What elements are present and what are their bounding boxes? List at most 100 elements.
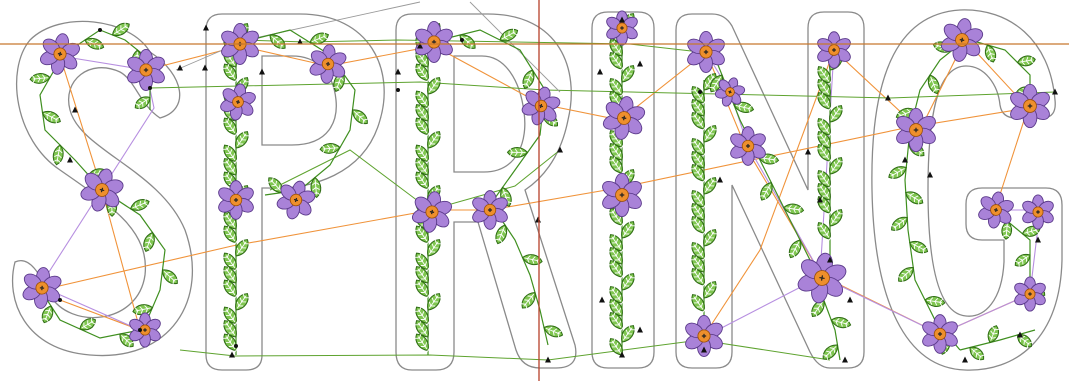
- flower-icon[interactable]: [470, 190, 510, 230]
- flower-icon[interactable]: [894, 107, 938, 153]
- flower-icon[interactable]: [728, 126, 768, 166]
- leaf-icon: [609, 52, 623, 70]
- flower-icon[interactable]: [216, 180, 256, 220]
- leaf-icon: [415, 90, 429, 109]
- stitch-node-icon[interactable]: [395, 68, 401, 75]
- stitch-node-icon[interactable]: [619, 16, 625, 23]
- stitch-node-icon[interactable]: [535, 216, 541, 223]
- stitch-node-icon[interactable]: [847, 296, 853, 303]
- leaf-icon: [905, 191, 924, 205]
- stitch-node-icon[interactable]: [58, 298, 62, 302]
- flower-icon[interactable]: [792, 249, 851, 307]
- stitch-node-icon[interactable]: [1017, 331, 1023, 338]
- stitch-node-icon[interactable]: [902, 156, 908, 163]
- letter-s-outline[interactable]: [11, 20, 194, 357]
- jump-line-purple-1: [39, 55, 155, 331]
- stitch-node-icon[interactable]: [599, 296, 605, 303]
- stitch-node-icon[interactable]: [885, 94, 891, 101]
- flower-icon[interactable]: [920, 314, 960, 354]
- leaf-icon: [891, 216, 908, 232]
- letter-g-outline[interactable]: [871, 9, 1063, 371]
- flower-icon[interactable]: [125, 49, 167, 91]
- leaf-icon: [691, 86, 705, 104]
- flower-icon[interactable]: [408, 188, 457, 236]
- flower-icon[interactable]: [815, 31, 852, 69]
- flower-icon[interactable]: [216, 81, 259, 123]
- stitch-node-icon[interactable]: [1035, 236, 1041, 243]
- stitch-node-icon[interactable]: [98, 28, 102, 32]
- flower-icon[interactable]: [75, 163, 129, 216]
- leaf-icon: [234, 347, 239, 353]
- leaf-icon: [415, 63, 429, 82]
- leaf-icon: [620, 274, 625, 279]
- flower-icon[interactable]: [36, 30, 85, 78]
- leaf-icon: [415, 333, 429, 352]
- flower-icon[interactable]: [1020, 194, 1055, 230]
- stitch-node-icon[interactable]: [805, 148, 811, 155]
- flower-icon[interactable]: [936, 15, 987, 65]
- leaf-icon: [426, 77, 431, 83]
- flower-icon[interactable]: [600, 172, 644, 218]
- leaf-icon: [620, 92, 625, 97]
- stitch-node-icon[interactable]: [927, 171, 933, 178]
- stitch-node-icon[interactable]: [234, 344, 238, 348]
- stitch-node-icon[interactable]: [545, 356, 551, 363]
- flower-icon[interactable]: [19, 266, 64, 311]
- stitch-node-icon[interactable]: [72, 106, 78, 113]
- stitch-node-icon[interactable]: [962, 356, 968, 363]
- stitch-node-icon[interactable]: [417, 42, 423, 49]
- flower-icon[interactable]: [517, 82, 565, 130]
- leaf-icon: [223, 320, 237, 338]
- stitch-node-icon[interactable]: [817, 196, 823, 203]
- leaf-icon: [1001, 220, 1013, 240]
- stitch-node-icon[interactable]: [637, 326, 643, 333]
- stitch-node-icon[interactable]: [701, 346, 707, 353]
- stitch-node-icon[interactable]: [597, 68, 603, 75]
- stitch-node-icon[interactable]: [1052, 88, 1058, 95]
- leaf-icon: [609, 78, 623, 96]
- stitch-node-icon[interactable]: [396, 88, 400, 92]
- stitch-node-icon[interactable]: [557, 146, 563, 153]
- stitch-node-icon[interactable]: [148, 86, 152, 90]
- stitch-node-icon[interactable]: [717, 176, 723, 183]
- flower-icon[interactable]: [127, 312, 162, 348]
- leaf-icon: [829, 209, 843, 227]
- leaf-icon: [79, 317, 96, 331]
- stitch-node-icon[interactable]: [637, 60, 643, 67]
- leaf-icon: [702, 282, 707, 287]
- stitch-node-icon[interactable]: [229, 351, 235, 358]
- flower-icon[interactable]: [219, 23, 261, 65]
- flower-icon[interactable]: [685, 31, 727, 73]
- stitch-node-icon[interactable]: [67, 156, 73, 163]
- letter-i-outline[interactable]: [591, 11, 655, 369]
- flower-icon[interactable]: [974, 189, 1017, 231]
- leaf-icon: [817, 118, 831, 136]
- stitch-node-icon[interactable]: [177, 64, 183, 71]
- stitch-node-icon[interactable]: [698, 90, 702, 94]
- stitch-node-icon[interactable]: [827, 256, 833, 263]
- flower-icon[interactable]: [1012, 276, 1047, 312]
- stitch-node-icon[interactable]: [138, 328, 142, 332]
- flower-icon[interactable]: [598, 93, 649, 143]
- letter-n-outline[interactable]: [675, 11, 865, 369]
- flower-icon[interactable]: [272, 176, 320, 224]
- leaf-icon: [223, 63, 237, 82]
- stitch-node-icon[interactable]: [460, 38, 464, 42]
- leaf-icon: [234, 131, 239, 137]
- flower-icon[interactable]: [711, 73, 750, 111]
- stitch-node-icon[interactable]: [202, 64, 208, 71]
- leaf-group: [29, 13, 1046, 361]
- stitch-node-icon[interactable]: [259, 68, 265, 75]
- leaf-icon: [609, 286, 623, 304]
- jump-line-green-1: [149, 81, 1056, 99]
- flower-icon[interactable]: [683, 315, 725, 357]
- flower-icon[interactable]: [1008, 83, 1052, 129]
- stitch-node-icon[interactable]: [619, 351, 625, 358]
- letter-p-outline[interactable]: [205, 13, 385, 371]
- stitch-node-icon[interactable]: [297, 38, 303, 45]
- stitch-node-icon[interactable]: [203, 24, 209, 31]
- stitch-node-icon[interactable]: [842, 356, 848, 363]
- flower-icon[interactable]: [307, 43, 350, 85]
